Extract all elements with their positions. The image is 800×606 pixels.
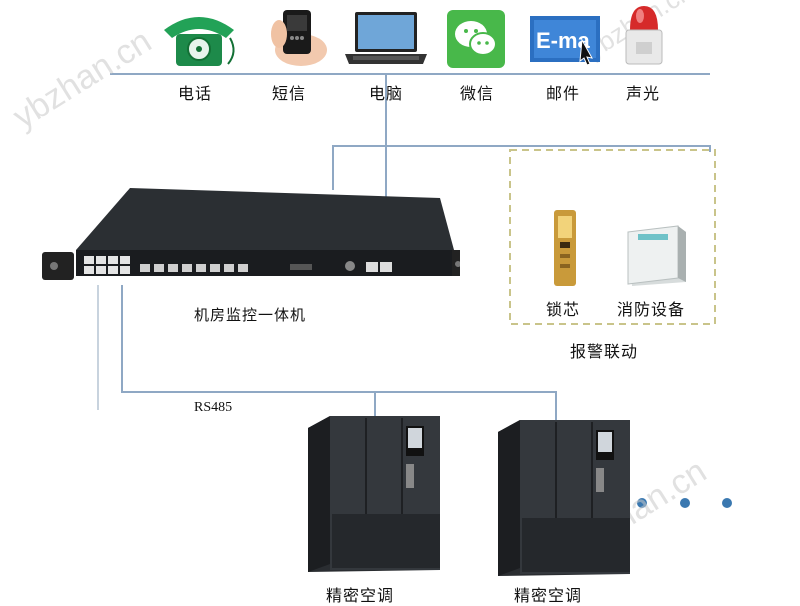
door-lock-icon bbox=[550, 208, 580, 288]
laptop-icon bbox=[343, 10, 429, 68]
alarm-item-label: 锁芯 bbox=[546, 296, 580, 320]
ac-label: 精密空调 bbox=[514, 582, 582, 606]
monitoring-appliance-icon bbox=[40, 180, 460, 290]
channel-label: 微信 bbox=[460, 80, 494, 104]
bus-label: RS485 bbox=[194, 400, 232, 416]
ac-label: 精密空调 bbox=[326, 582, 394, 606]
telephone-icon bbox=[158, 8, 240, 68]
sms-phone-icon bbox=[265, 4, 331, 68]
fire-equipment-icon bbox=[624, 222, 690, 288]
siren-icon bbox=[620, 2, 668, 68]
precision-ac-icon bbox=[496, 418, 632, 578]
wechat-icon bbox=[447, 10, 505, 68]
ellipsis-dot bbox=[722, 498, 732, 508]
channel-label: 声光 bbox=[626, 80, 660, 104]
alarm-caption: 报警联动 bbox=[570, 338, 638, 362]
email-icon: E-ma bbox=[530, 12, 600, 68]
channel-label: 短信 bbox=[272, 80, 306, 104]
channel-label: 电脑 bbox=[369, 80, 403, 104]
precision-ac-icon bbox=[306, 414, 442, 574]
device-label: 机房监控一体机 bbox=[194, 304, 306, 325]
alarm-item-label: 消防设备 bbox=[617, 296, 685, 320]
channel-label: 电话 bbox=[178, 80, 212, 104]
channel-label: 邮件 bbox=[546, 80, 580, 104]
